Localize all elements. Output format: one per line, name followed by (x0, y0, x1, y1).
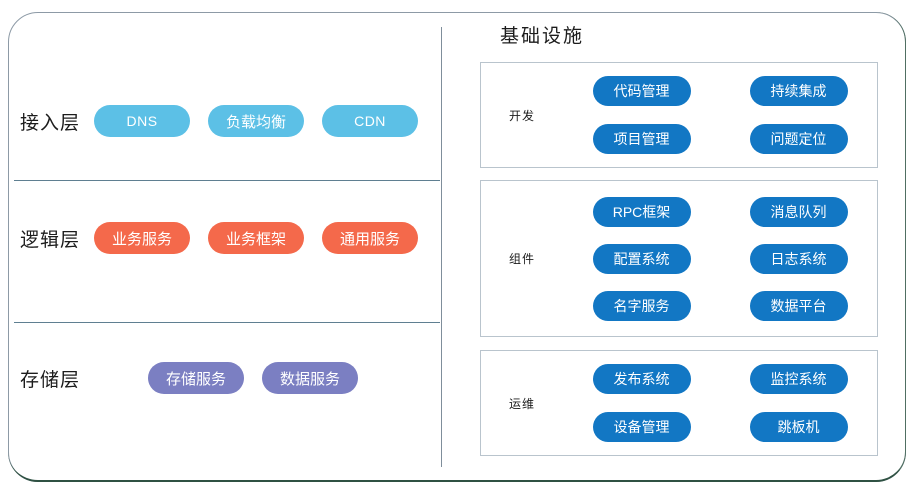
layer-label-storage: 存储层 (20, 369, 81, 391)
group-label-dev: 开发 (508, 108, 535, 123)
layer-row-access: 接入层 DNS 负载均衡 CDN (20, 105, 436, 137)
group-grid-components: RPC框架 消息队列 配置系统 日志系统 名字服务 数据平台 (563, 196, 877, 321)
pill-project-management[interactable]: 项目管理 (592, 124, 691, 154)
infra-group-components: 组件 RPC框架 消息队列 配置系统 日志系统 名字服务 数据平台 (480, 180, 878, 337)
pill-business-service[interactable]: 业务服务 (94, 222, 190, 254)
pill-continuous-integration[interactable]: 持续集成 (749, 76, 848, 106)
group-label-operations: 运维 (508, 396, 535, 411)
infra-group-dev: 开发 代码管理 持续集成 项目管理 问题定位 (480, 62, 878, 168)
group-label-components: 组件 (508, 252, 535, 266)
pill-data-platform[interactable]: 数据平台 (749, 290, 848, 321)
pill-jump-server[interactable]: 跳板机 (749, 412, 848, 442)
pill-business-framework[interactable]: 业务框架 (208, 222, 304, 254)
pill-device-management[interactable]: 设备管理 (592, 412, 691, 442)
pill-rpc-framework[interactable]: RPC框架 (592, 196, 691, 227)
infrastructure-title: 基础设施 (500, 26, 585, 47)
pill-strip-logic: 业务服务 业务框架 通用服务 (94, 222, 436, 254)
vertical-divider (441, 27, 442, 467)
pill-dns[interactable]: DNS (94, 105, 190, 137)
pill-config-system[interactable]: 配置系统 (592, 243, 691, 274)
divider-logic-storage (14, 322, 440, 323)
layer-row-storage: 存储层 存储服务 数据服务 (20, 362, 436, 394)
pill-release-system[interactable]: 发布系统 (592, 364, 691, 394)
pill-monitoring-system[interactable]: 监控系统 (749, 364, 848, 394)
pill-message-queue[interactable]: 消息队列 (749, 196, 848, 227)
pill-strip-access: DNS 负载均衡 CDN (94, 105, 436, 137)
group-grid-operations: 发布系统 监控系统 设备管理 跳板机 (563, 364, 877, 442)
pill-naming-service[interactable]: 名字服务 (592, 290, 691, 321)
layer-row-logic: 逻辑层 业务服务 业务框架 通用服务 (20, 222, 436, 254)
pill-issue-tracking[interactable]: 问题定位 (749, 124, 848, 154)
layer-label-access: 接入层 (20, 112, 81, 134)
group-grid-dev: 代码管理 持续集成 项目管理 问题定位 (563, 76, 877, 154)
layer-label-logic: 逻辑层 (20, 229, 81, 251)
infra-group-operations: 运维 发布系统 监控系统 设备管理 跳板机 (480, 350, 878, 456)
divider-access-logic (14, 180, 440, 181)
pill-strip-storage: 存储服务 数据服务 (148, 362, 376, 394)
pill-cdn[interactable]: CDN (322, 105, 418, 137)
pill-log-system[interactable]: 日志系统 (749, 243, 848, 274)
pill-code-management[interactable]: 代码管理 (592, 76, 691, 106)
pill-data-service[interactable]: 数据服务 (262, 362, 358, 394)
pill-common-service[interactable]: 通用服务 (322, 222, 418, 254)
pill-load-balancer[interactable]: 负载均衡 (208, 105, 304, 137)
pill-storage-service[interactable]: 存储服务 (148, 362, 244, 394)
